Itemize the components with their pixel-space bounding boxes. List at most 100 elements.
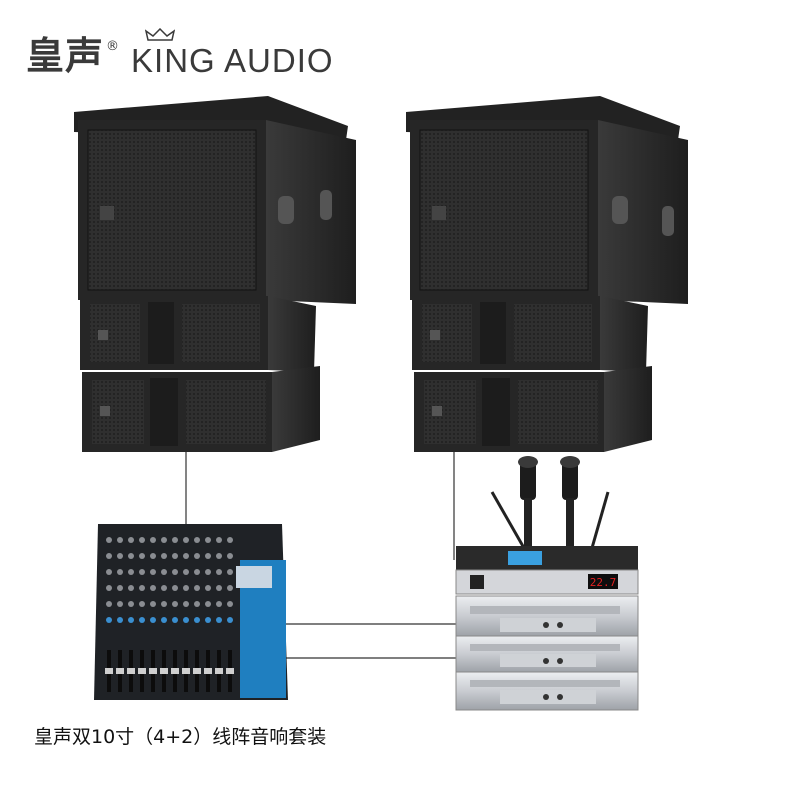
left-speaker-stack bbox=[74, 96, 356, 452]
mixer-knob bbox=[150, 569, 156, 575]
left-subwoofer bbox=[78, 120, 356, 304]
mixer-knob bbox=[227, 617, 233, 623]
mixer-fader-cap bbox=[138, 668, 146, 674]
mixer-knob bbox=[205, 585, 211, 591]
mixer-knob bbox=[183, 537, 189, 543]
mixer-knob bbox=[139, 601, 145, 607]
mixer-knob bbox=[117, 617, 123, 623]
mixer-knob bbox=[150, 617, 156, 623]
mixer-knob bbox=[183, 617, 189, 623]
mixer-knob bbox=[194, 537, 200, 543]
connection-cables bbox=[185, 452, 456, 659]
mixer-fader-cap bbox=[226, 668, 234, 674]
right-speaker-stack bbox=[406, 96, 688, 452]
mixer-knob bbox=[128, 569, 134, 575]
mixer-knob bbox=[117, 569, 123, 575]
right-subwoofer bbox=[410, 120, 688, 304]
mixer-knob bbox=[227, 569, 233, 575]
mixer-knob bbox=[205, 553, 211, 559]
mixer-knob bbox=[128, 585, 134, 591]
audio-processor: 22.7 bbox=[455, 569, 639, 595]
mixer-knob bbox=[139, 537, 145, 543]
mixer-knob bbox=[161, 601, 167, 607]
mixer-knob bbox=[128, 553, 134, 559]
mixer-knob bbox=[106, 553, 112, 559]
mixer-knob bbox=[205, 601, 211, 607]
mixer-knob bbox=[216, 537, 222, 543]
mixer-knob bbox=[183, 569, 189, 575]
mixer-knob bbox=[106, 601, 112, 607]
mixer-knob bbox=[172, 601, 178, 607]
mixer-knob bbox=[194, 601, 200, 607]
mixer-knob bbox=[205, 569, 211, 575]
mixer-knob bbox=[227, 553, 233, 559]
brand-logo: 皇声 ® KING AUDIO bbox=[26, 28, 334, 80]
left-line-array-1 bbox=[80, 296, 316, 372]
mixer-knob bbox=[139, 569, 145, 575]
mixer-knob bbox=[194, 585, 200, 591]
mixer-fader-cap bbox=[105, 668, 113, 674]
right-line-array-1 bbox=[412, 296, 648, 372]
mixer-knob bbox=[172, 553, 178, 559]
mixer-knob bbox=[106, 537, 112, 543]
mixer-knob bbox=[128, 537, 134, 543]
mixer-knob bbox=[172, 569, 178, 575]
mixer-knob bbox=[216, 601, 222, 607]
mixer-knob bbox=[161, 617, 167, 623]
registered-mark: ® bbox=[106, 39, 120, 54]
mixer-knob bbox=[161, 569, 167, 575]
brand-chinese-name: 皇声 bbox=[26, 34, 105, 78]
processor-display: 22.7 bbox=[590, 576, 617, 589]
mixer-knob bbox=[194, 553, 200, 559]
power-amplifier-2 bbox=[455, 635, 639, 673]
mixer-knob bbox=[150, 553, 156, 559]
brand-english-name: KING AUDIO bbox=[131, 28, 334, 80]
mixer-knob bbox=[194, 569, 200, 575]
mixer-knob bbox=[216, 585, 222, 591]
mixer-knob bbox=[183, 553, 189, 559]
mixer-knob bbox=[216, 569, 222, 575]
microphone-icon bbox=[518, 456, 580, 546]
mixer-fader-cap bbox=[215, 668, 223, 674]
mixer-knob bbox=[106, 569, 112, 575]
mixer-fader-cap bbox=[116, 668, 124, 674]
mixer-knob bbox=[216, 617, 222, 623]
mixer-knob bbox=[106, 617, 112, 623]
mixer-knob bbox=[183, 585, 189, 591]
mixer-knob bbox=[139, 553, 145, 559]
product-caption: 皇声双10寸（4+2）线阵音响套装 bbox=[34, 726, 327, 748]
mixer-fader-cap bbox=[204, 668, 212, 674]
mixer-knob bbox=[194, 617, 200, 623]
mixer-knob bbox=[172, 617, 178, 623]
mixer-fader-cap bbox=[160, 668, 168, 674]
mixer-fader-cap bbox=[127, 668, 135, 674]
mixer-knob bbox=[106, 585, 112, 591]
right-line-array-2 bbox=[414, 366, 652, 452]
mixer-knob bbox=[172, 585, 178, 591]
mixer-knob bbox=[205, 617, 211, 623]
wireless-receiver bbox=[456, 456, 638, 570]
audio-mixer bbox=[94, 524, 288, 700]
mixer-knob bbox=[227, 537, 233, 543]
mixer-knob bbox=[172, 537, 178, 543]
mixer-knob bbox=[128, 601, 134, 607]
mixer-knob bbox=[161, 553, 167, 559]
mixer-knob bbox=[139, 617, 145, 623]
mixer-knob bbox=[205, 537, 211, 543]
mixer-knob bbox=[117, 585, 123, 591]
mixer-knob bbox=[117, 601, 123, 607]
mixer-knob bbox=[183, 601, 189, 607]
mixer-knob bbox=[150, 537, 156, 543]
mixer-fader-cap bbox=[149, 668, 157, 674]
left-line-array-2 bbox=[82, 366, 320, 452]
power-amplifier-3 bbox=[455, 671, 639, 711]
mixer-knob bbox=[139, 585, 145, 591]
mixer-knob bbox=[227, 601, 233, 607]
mixer-knob bbox=[216, 553, 222, 559]
mixer-knob bbox=[128, 617, 134, 623]
mixer-knob bbox=[150, 585, 156, 591]
mixer-knob bbox=[227, 585, 233, 591]
mixer-fader-cap bbox=[193, 668, 201, 674]
mixer-knob bbox=[117, 537, 123, 543]
